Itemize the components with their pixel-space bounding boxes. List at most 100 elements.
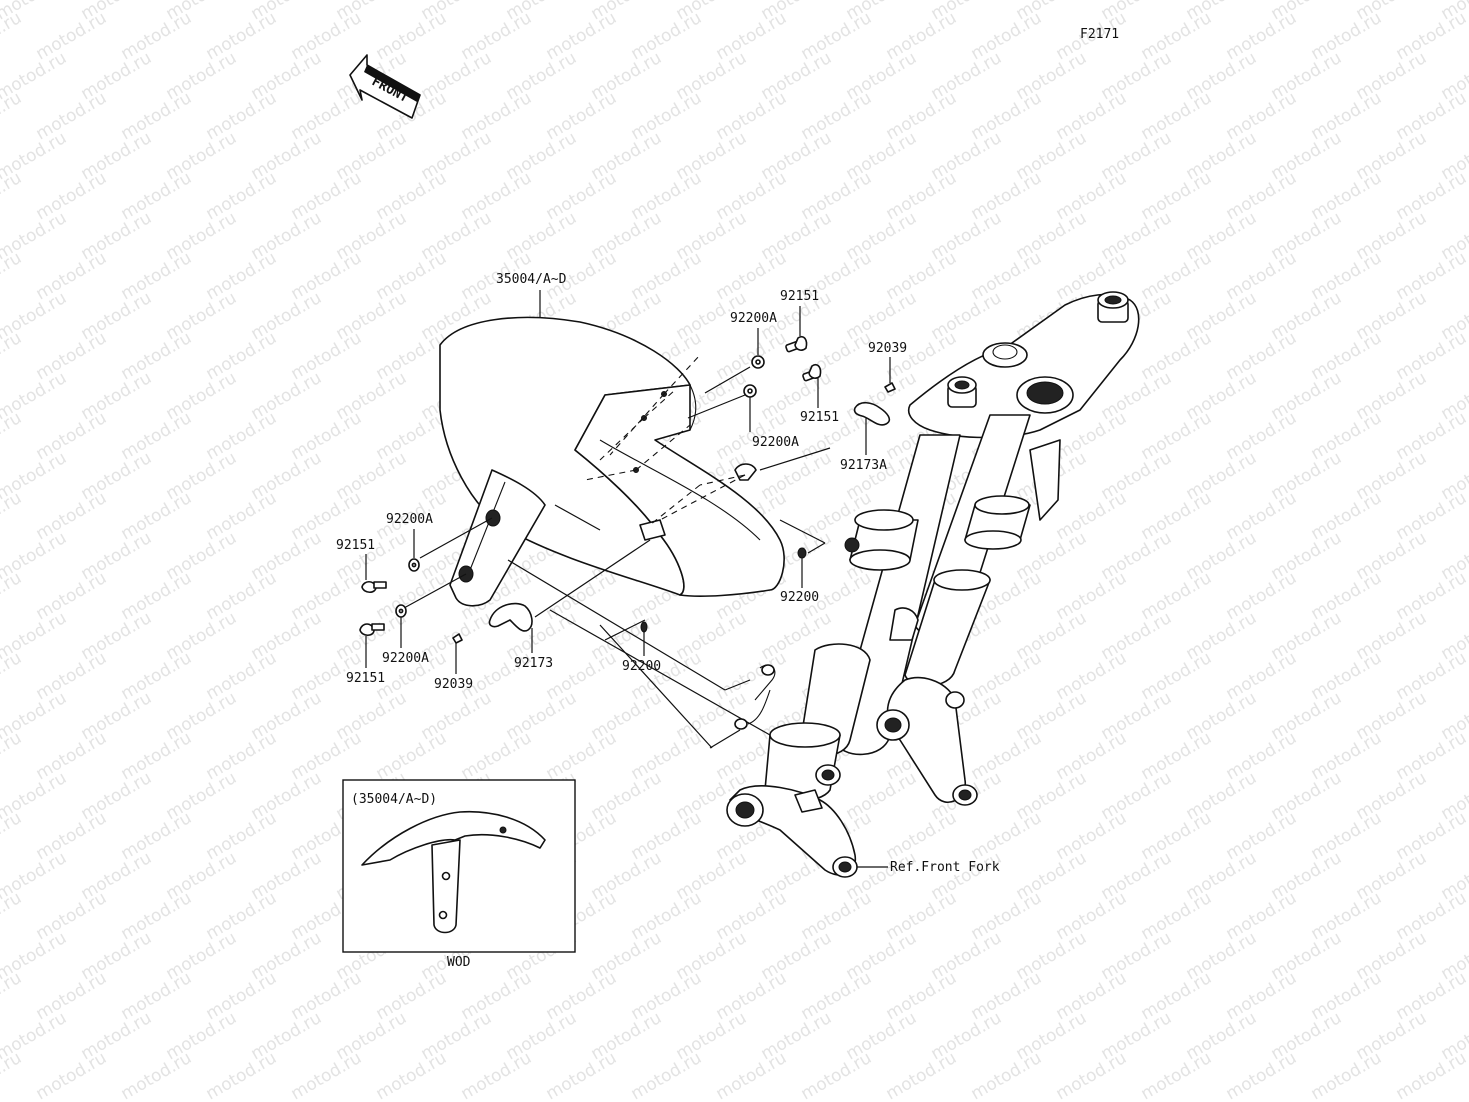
watermark-text: motod.ru xyxy=(203,328,281,384)
watermark-text: motod.ru xyxy=(1393,88,1469,144)
watermark-text: motod.ru xyxy=(118,168,196,224)
watermark-text: motod.ru xyxy=(373,408,451,464)
watermark-text: motod.ru xyxy=(118,328,196,384)
watermark-text: motod.ru xyxy=(373,248,451,304)
watermark-text: motod.ru xyxy=(798,88,876,144)
watermark-text: motod.ru xyxy=(1308,808,1386,864)
watermark-text: motod.ru xyxy=(373,328,451,384)
label-clamp-a: 92173A xyxy=(840,458,887,473)
watermark-text: motod.ru xyxy=(0,168,25,224)
watermark-text: motod.ru xyxy=(1223,888,1301,944)
watermark-text: motod.ru xyxy=(0,888,25,944)
watermark-text: motod.ru xyxy=(968,648,1046,704)
watermark-text: motod.ru xyxy=(1053,888,1131,944)
watermark-text: motod.ru xyxy=(203,968,281,1024)
watermark-text: motod.ru xyxy=(1223,88,1301,144)
watermark-text: motod.ru xyxy=(203,488,281,544)
watermark-text: motod.ru xyxy=(883,888,961,944)
watermark-text: motod.ru xyxy=(628,248,706,304)
watermark-text: motod.ru xyxy=(1223,968,1301,1024)
watermark-text: motod.ru xyxy=(968,88,1046,144)
watermark-text: motod.ru xyxy=(628,888,706,944)
watermark-text: motod.ru xyxy=(798,968,876,1024)
watermark-text: motod.ru xyxy=(1223,328,1301,384)
watermark-text: motod.ru xyxy=(33,568,111,624)
label-bolt-top1: 92151 xyxy=(780,289,819,304)
label-screw-bottom: 92039 xyxy=(434,677,473,692)
watermark-text: motod.ru xyxy=(1393,568,1469,624)
watermark-text: motod.ru xyxy=(713,8,791,64)
watermark-text: motod.ru xyxy=(0,728,25,784)
inset-box: (35004/A~D) WOD xyxy=(342,779,576,970)
watermark-text: motod.ru xyxy=(1308,968,1386,1024)
watermark-text: motod.ru xyxy=(628,1048,706,1102)
watermark-text: motod.ru xyxy=(458,968,536,1024)
watermark-text: motod.ru xyxy=(0,808,25,864)
watermark-text: motod.ru xyxy=(713,88,791,144)
watermark-text: motod.ru xyxy=(288,488,366,544)
watermark-text: motod.ru xyxy=(1393,648,1469,704)
watermark-text: motod.ru xyxy=(1223,8,1301,64)
inset-title: (35004/A~D) xyxy=(351,792,437,807)
watermark-text: motod.ru xyxy=(543,728,621,784)
watermark-text: motod.ru xyxy=(1393,888,1469,944)
part-labels: 35004/A~D 92151 92200A 92039 92151 92200… xyxy=(336,272,1000,875)
watermark-text: motod.ru xyxy=(1223,648,1301,704)
watermark-text: motod.ru xyxy=(288,248,366,304)
figure-code: F2171 xyxy=(1080,27,1119,42)
watermark-text: motod.ru xyxy=(0,408,25,464)
watermark-text: motod.ru xyxy=(1138,1048,1216,1102)
watermark-text: motod.ru xyxy=(1053,1048,1131,1102)
watermark-text: motod.ru xyxy=(203,8,281,64)
watermark-text: motod.ru xyxy=(713,1048,791,1102)
watermark-text: motod.ru xyxy=(33,888,111,944)
label-screw-top: 92039 xyxy=(868,341,907,356)
watermark-text: motod.ru xyxy=(373,8,451,64)
watermark-text: motod.ru xyxy=(1053,488,1131,544)
watermark-text: motod.ru xyxy=(1308,488,1386,544)
watermark-text: motod.ru xyxy=(543,8,621,64)
watermark-text: motod.ru xyxy=(203,1048,281,1102)
watermark-text: motod.ru xyxy=(883,1048,961,1102)
label-washer-left2: 92200A xyxy=(382,651,429,666)
watermark-text: motod.ru xyxy=(1308,1048,1386,1102)
watermark-text: motod.ru xyxy=(203,568,281,624)
watermark-text: motod.ru xyxy=(458,1048,536,1102)
watermark-text: motod.ru xyxy=(458,88,536,144)
watermark-text: motod.ru xyxy=(373,728,451,784)
watermark-text: motod.ru xyxy=(0,248,25,304)
watermark-text: motod.ru xyxy=(118,808,196,864)
watermark-text: motod.ru xyxy=(1308,408,1386,464)
watermark-text: motod.ru xyxy=(1223,728,1301,784)
watermark-text: motod.ru xyxy=(713,648,791,704)
watermark-text: motod.ru xyxy=(288,968,366,1024)
watermark-text: motod.ru xyxy=(458,8,536,64)
watermark-text: motod.ru xyxy=(373,168,451,224)
watermark-text: motod.ru xyxy=(543,88,621,144)
watermark-text: motod.ru xyxy=(1308,8,1386,64)
watermark-text: motod.ru xyxy=(33,808,111,864)
watermark-text: motod.ru xyxy=(1393,8,1469,64)
watermark-text: motod.ru xyxy=(288,568,366,624)
watermark-text: motod.ru xyxy=(628,808,706,864)
watermark-text: motod.ru xyxy=(1138,568,1216,624)
assembly-lines xyxy=(403,290,831,749)
watermark-text: motod.ru xyxy=(33,8,111,64)
watermark-text: motod.ru xyxy=(628,968,706,1024)
watermark-text: motod.ru xyxy=(118,248,196,304)
watermark-text: motod.ru xyxy=(288,328,366,384)
watermark-text: motod.ru xyxy=(628,728,706,784)
watermark-text: motod.ru xyxy=(288,1048,366,1102)
watermark-text: motod.ru xyxy=(33,488,111,544)
watermark-text: motod.ru xyxy=(118,728,196,784)
watermark-text: motod.ru xyxy=(118,488,196,544)
watermark-text: motod.ru xyxy=(1223,808,1301,864)
watermark-text: motod.ru xyxy=(1393,1048,1469,1102)
watermark-text: motod.ru xyxy=(203,248,281,304)
watermark-text: motod.ru xyxy=(798,168,876,224)
watermark-text: motod.ru xyxy=(1138,408,1216,464)
watermark-text: motod.ru xyxy=(288,168,366,224)
watermark-text: motod.ru xyxy=(628,168,706,224)
watermark-text: motod.ru xyxy=(968,8,1046,64)
watermark-text: motod.ru xyxy=(1053,808,1131,864)
